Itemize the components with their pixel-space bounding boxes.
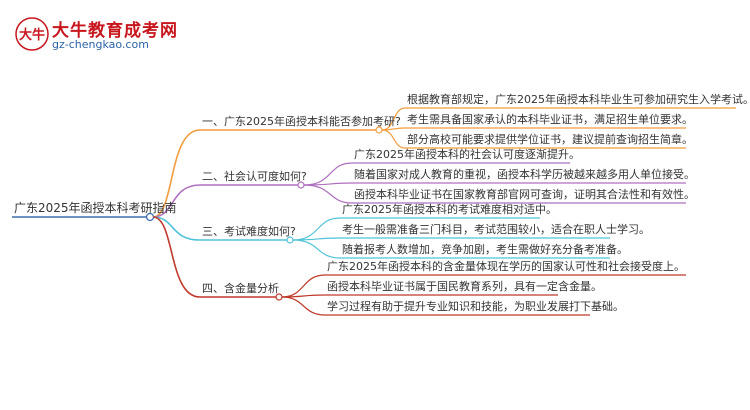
branch-3-leaf-2: 考生一般需准备三门科目，考试范围较小，适合在职人士学习。 [342,223,650,236]
branch-4-leaf-1: 广东2025年函授本科的含金量体现在学历的国家认可性和社会接受度上。 [327,260,685,273]
branch-1-leaf-3: 部分高校可能要求提供学位证书，建议提前查询招生简章。 [407,133,693,146]
branch-2-connector [152,184,201,218]
logo-badge-icon: 大牛 [15,17,49,51]
branch-4-connector [152,216,201,298]
branch-2-leaf-3-connector [303,184,353,204]
branch-2-leaf-1: 广东2025年函授本科的社会认可度逐渐提升。 [354,148,580,161]
branch-3-label: 三、考试难度如何? [202,225,296,238]
logo-badge-text: 大牛 [19,27,45,43]
logo-url: gz-chengkao.com [52,38,149,51]
branch-1-connector [152,129,201,218]
logo-site-name: 大牛教育成考网 [52,21,178,41]
branch-2-label: 二、社会认可度如何? [202,170,307,183]
branch-1-leaf-2: 考生需具备国家承认的本科毕业证书，满足招生单位要求。 [407,113,693,126]
branch-1-leaf-3-connector [381,129,406,149]
branch-3-leaf-3-connector [292,239,341,259]
mindmap-root-label: 广东2025年函授本科考研指南 [14,201,177,215]
branch-4-leaf-2: 函授本科毕业证书属于国民教育系列，具有一定含金量。 [327,280,602,293]
branch-1-label: 一、广东2025年函授本科能否参加考研? [202,115,401,128]
branch-4-leaf-3: 学习过程有助于提升专业知识和技能，为职业发展打下基础。 [327,300,624,313]
branch-4-label: 四、含金量分析 [202,282,279,295]
branch-2-leaf-2: 随着国家对成人教育的重视，函授本科学历被越来越多用人单位接受。 [354,168,695,181]
branch-3-leaf-3: 随着报考人数增加，竞争加剧，考生需做好充分备考准备。 [342,243,628,256]
branch-4-leaf-1-connector [281,274,326,298]
branch-4-leaf-3-connector [281,296,326,316]
site-logo[interactable]: 大牛 大牛教育成考网 gz-chengkao.com [6,14,177,54]
branch-2-leaf-3: 函授本科毕业证书在国家教育部官网可查询，证明其合法性和有效性。 [354,188,695,201]
branch-3-leaf-1-connector [292,217,341,241]
branch-3-leaf-1: 广东2025年函授本科的考试难度相对适中。 [342,203,557,216]
branch-1-leaf-1: 根据教育部规定，广东2025年函授本科毕业生可参加研究生入学考试。 [407,93,750,106]
branch-3-connector [152,216,201,241]
branch-2-leaf-1-connector [303,162,353,186]
